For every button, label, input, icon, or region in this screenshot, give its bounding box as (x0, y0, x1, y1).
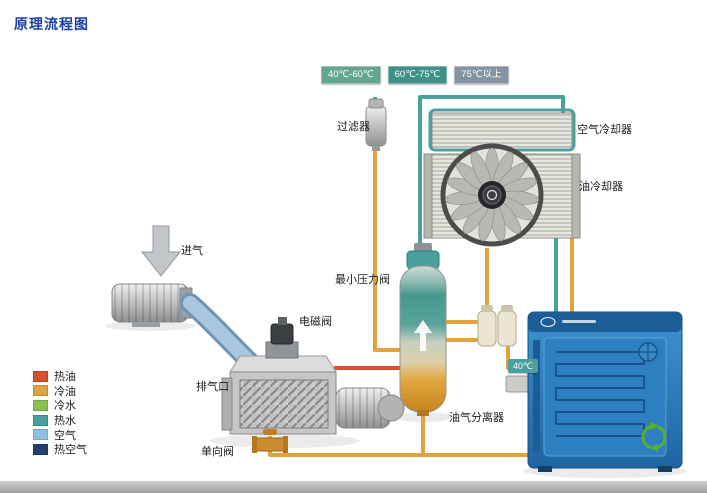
legend-swatch-hot-oil (33, 370, 48, 382)
green-eco-logo-icon (641, 422, 667, 452)
footer-bar (0, 481, 707, 493)
solenoid-valve-label: 电磁阀 (299, 316, 332, 328)
legend-item: 热水 (33, 413, 87, 428)
temp-range-badge-high: 75℃以上 (454, 66, 509, 84)
oil-cooler-label: 油冷却器 (579, 181, 623, 193)
intake-duct (180, 293, 261, 373)
temp-40-badge: 40℃ (508, 359, 539, 373)
legend-label: 冷水 (54, 400, 76, 413)
legend-swatch-cold-oil (33, 385, 48, 397)
check-valve (252, 429, 288, 453)
legend-item: 冷油 (33, 384, 87, 399)
oil-gas-separator (399, 265, 447, 416)
oil-gas-separator-label: 油气分离器 (449, 412, 504, 424)
legend-item: 空气 (33, 427, 87, 442)
cabinet-vent-strip (533, 340, 540, 452)
temp-range-badge-mid: 60℃-75℃ (387, 66, 448, 84)
legend-label: 冷油 (54, 385, 76, 398)
legend-swatch-hot-air (33, 443, 48, 455)
legend-item: 热油 (33, 369, 87, 384)
legend-label: 空气 (54, 429, 76, 442)
legend-label: 热空气 (54, 444, 87, 457)
solenoid-valve (265, 317, 299, 359)
air-cooler-label: 空气冷却器 (577, 124, 632, 136)
oil-filter-label: 过滤器 (337, 121, 370, 133)
legend-label: 热水 (54, 415, 76, 428)
intake-arrow-icon (140, 225, 182, 277)
min-pressure-valve-label: 最小压力阀 (335, 274, 390, 286)
page-title: 原理流程图 (14, 16, 89, 32)
min-pressure-valve (406, 243, 440, 270)
compressor-airend (221, 355, 337, 435)
compressor-cabinet (527, 311, 683, 472)
temp-sensor-box (505, 375, 531, 393)
check-valve-label: 单向阀 (201, 446, 234, 458)
air-cooler-radiator (428, 108, 576, 152)
flow-up-arrow-icon (414, 320, 432, 351)
intake-label: 进气 (181, 245, 203, 257)
legend-swatch-cold-water (33, 399, 48, 411)
brand-logo-icon (540, 317, 556, 327)
legend-item: 冷水 (33, 398, 87, 413)
cooling-fan (440, 143, 544, 247)
legend-swatch-hot-water (33, 414, 48, 426)
thermostat-heat-exchanger (477, 305, 517, 347)
exhaust-port-label: 排气口 (196, 381, 229, 393)
oil-filter (365, 98, 387, 151)
legend-item: 热空气 (33, 442, 87, 457)
legend-label: 热油 (54, 371, 76, 384)
legend-swatch-air (33, 429, 48, 441)
temp-range-badge-low: 40℃-60℃ (321, 66, 381, 84)
cabinet-foot (538, 466, 552, 472)
line-color-legend: 热油 冷油 冷水 热水 空气 热空气 (33, 369, 87, 457)
intake-air-filter (111, 283, 193, 327)
cabinet-foot (658, 466, 672, 472)
evaporator-coil-drawing (555, 351, 645, 437)
temperature-range-legend: 40℃-60℃ 60℃-75℃ 75℃以上 (321, 66, 509, 84)
drive-motor (335, 387, 405, 429)
